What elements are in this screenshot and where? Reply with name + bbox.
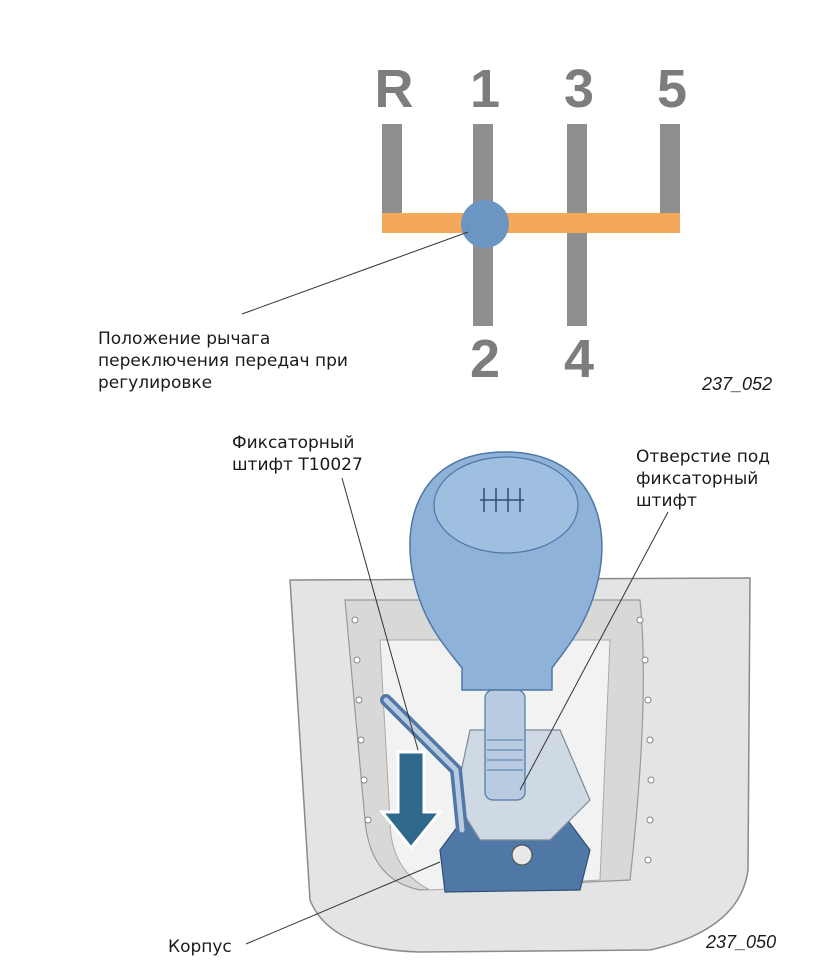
figure-ref-top: 237_052 (702, 374, 773, 394)
gear-label-5: 5 (656, 59, 688, 119)
gear-label-r: R (374, 59, 414, 119)
lever-shaft (484, 689, 526, 801)
figure-ref-bottom: 237_050 (706, 932, 777, 952)
locking-pin-label: Фиксаторный штифт T10027 (232, 433, 363, 475)
locking-pin-highlight (383, 697, 465, 833)
gear-label-1: 1 (469, 59, 501, 119)
neutral-bar (382, 213, 680, 233)
lever-position-label: Положение рычага переключения передач пр… (98, 329, 348, 393)
rivet-dots (351, 616, 655, 864)
track-r (382, 124, 402, 224)
gear-label-2: 2 (469, 329, 501, 389)
shift-pattern (241, 124, 680, 326)
leader-line-lever (241, 231, 469, 315)
lever-position-dot (461, 200, 509, 248)
gear-label-3: 3 (563, 59, 595, 119)
track-5 (660, 124, 680, 224)
assembly-illustration (245, 451, 751, 953)
downward-arrow (378, 750, 444, 851)
bolt-head (511, 844, 533, 866)
knob-top-cap (433, 456, 579, 554)
gear-label-4: 4 (563, 329, 595, 389)
leader-line-pin (341, 477, 419, 751)
shift-pattern-icon (480, 488, 524, 512)
leader-line-hole (519, 511, 669, 791)
housing-label: Корпус (168, 937, 232, 957)
pin-hole-label: Отверстие под фиксаторный штифт (636, 447, 770, 511)
shaft-rings (487, 739, 523, 771)
leader-line-housing (245, 861, 441, 945)
